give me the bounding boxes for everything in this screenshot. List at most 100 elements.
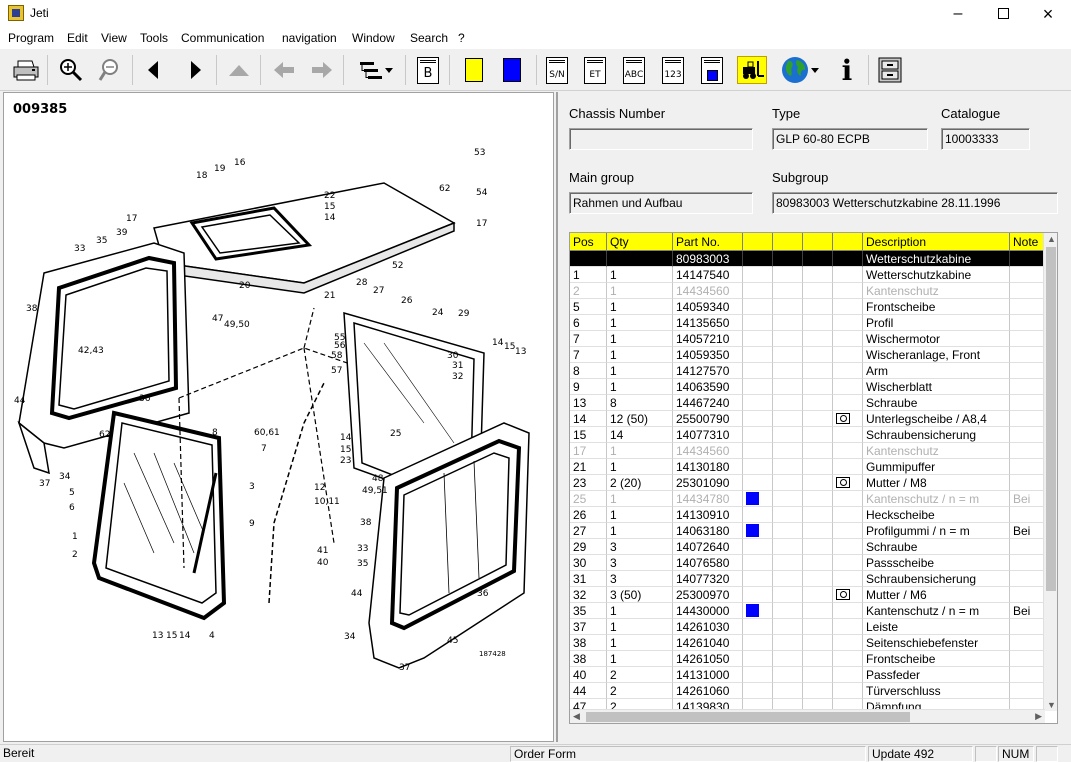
language-dropdown[interactable] <box>775 55 825 85</box>
scroll-right-icon[interactable]: ▶ <box>1035 711 1042 721</box>
forward-button[interactable] <box>307 55 337 85</box>
back-button[interactable] <box>269 55 299 85</box>
info-button[interactable]: i <box>832 54 862 87</box>
svg-text:58: 58 <box>331 351 343 361</box>
drawing-pane[interactable]: 009385 <box>3 92 554 742</box>
desc-cell: Arm <box>863 363 1010 379</box>
tree-view-dropdown[interactable] <box>352 55 400 85</box>
menu-edit[interactable]: Edit <box>67 31 88 45</box>
svg-text:3: 3 <box>249 482 255 492</box>
subgroup-field[interactable]: 80983003 Wetterschutzkabine 28.11.1996 <box>772 192 1058 214</box>
column-header[interactable] <box>743 233 773 251</box>
column-header[interactable] <box>773 233 803 251</box>
column-header[interactable]: Pos <box>570 233 607 251</box>
empty-cell <box>773 475 803 491</box>
svg-text:16: 16 <box>234 158 246 168</box>
b-button[interactable]: B <box>413 55 443 85</box>
menu-communication[interactable]: Communication <box>181 31 265 45</box>
previous-button[interactable] <box>139 55 169 85</box>
menu-search[interactable]: Search <box>410 31 449 45</box>
maximize-button[interactable] <box>980 0 1026 28</box>
vertical-scrollbar[interactable]: ▲ ▼ <box>1043 233 1057 711</box>
pane-splitter[interactable] <box>556 92 558 742</box>
main-group-field[interactable]: Rahmen und Aufbau <box>569 192 753 214</box>
minimize-button[interactable]: – <box>953 5 963 22</box>
status-order-form: Order Form <box>510 746 866 762</box>
column-header[interactable]: Part No. <box>673 233 743 251</box>
zoom-in-button[interactable] <box>56 55 86 85</box>
scroll-left-icon[interactable]: ◀ <box>573 711 580 721</box>
horizontal-scroll-thumb[interactable] <box>586 712 910 722</box>
menu-tools[interactable]: Tools <box>140 31 169 45</box>
menu-help[interactable]: ? <box>458 31 465 45</box>
camera-icon[interactable] <box>836 413 850 424</box>
zoom-out-button[interactable] <box>96 55 126 85</box>
up-button[interactable] <box>224 55 254 85</box>
serial-number-button[interactable]: S/N <box>542 55 572 85</box>
number-button[interactable]: 123 <box>658 55 688 85</box>
et-button[interactable]: ET <box>580 55 610 85</box>
menu-navigation[interactable]: navigation <box>282 31 337 45</box>
column-header[interactable]: Note <box>1010 233 1045 251</box>
cabinet-button[interactable] <box>875 55 905 85</box>
scroll-down-icon[interactable]: ▼ <box>1047 700 1056 710</box>
abc-button[interactable]: ABC <box>619 55 649 85</box>
svg-text:34: 34 <box>344 632 356 642</box>
camera-icon[interactable] <box>836 477 850 488</box>
column-header[interactable] <box>803 233 833 251</box>
column-header[interactable] <box>833 233 863 251</box>
next-button[interactable] <box>180 55 210 85</box>
svg-text:42,43: 42,43 <box>78 346 104 356</box>
picture-cell <box>833 523 863 539</box>
menu-window[interactable]: Window <box>352 31 395 45</box>
type-field[interactable]: GLP 60-80 ECPB <box>772 128 928 150</box>
close-button[interactable]: × <box>1025 0 1071 28</box>
menu-program[interactable]: Program <box>8 31 55 45</box>
blue-marker-button[interactable] <box>497 55 527 85</box>
column-header[interactable]: Qty <box>607 233 673 251</box>
blue-document-button[interactable] <box>697 55 727 85</box>
vertical-scroll-thumb[interactable] <box>1046 247 1056 591</box>
camera-icon[interactable] <box>836 589 850 600</box>
menu-view[interactable]: View <box>101 31 127 45</box>
horizontal-scrollbar[interactable]: ◀ ▶ <box>570 709 1045 723</box>
forklift-button[interactable] <box>737 55 767 85</box>
column-header[interactable]: Description <box>863 233 1010 251</box>
marker-cell <box>743 571 773 587</box>
catalogue-field[interactable]: 10003333 <box>941 128 1030 150</box>
yellow-marker-button[interactable] <box>459 55 489 85</box>
scroll-up-icon[interactable]: ▲ <box>1047 234 1056 244</box>
print-button[interactable] <box>11 55 41 85</box>
chassis-field[interactable] <box>569 128 753 150</box>
